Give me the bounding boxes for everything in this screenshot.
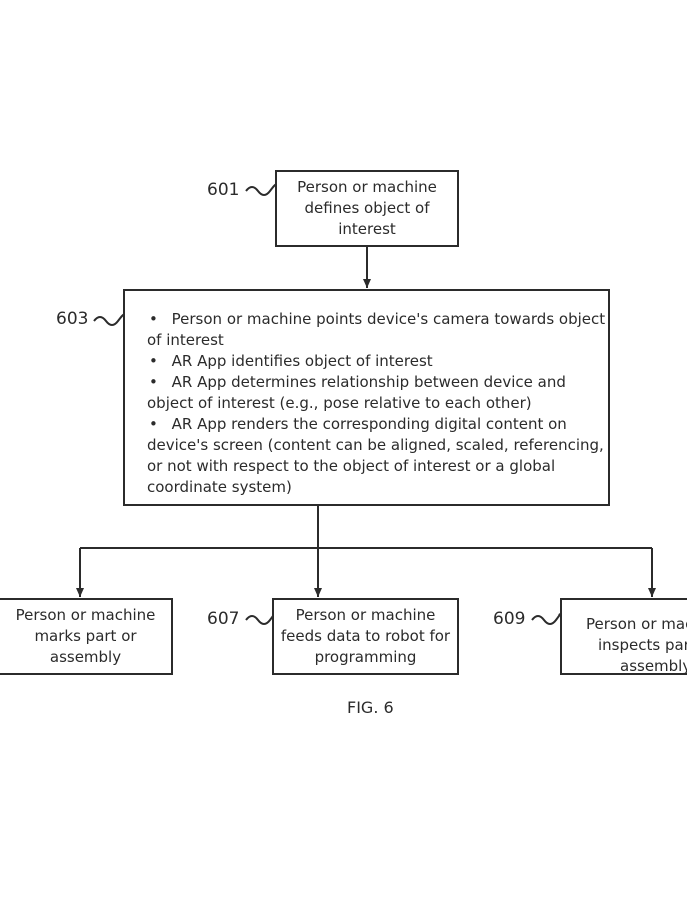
box-607-line: programming <box>314 648 417 666</box>
box-607-text: Person or machine feeds data to robot fo… <box>281 605 450 668</box>
box-607-line: feeds data to robot for <box>280 627 451 645</box>
box-left-line: Person or machine <box>15 606 156 624</box>
box-609-line: assembly <box>620 657 687 675</box>
bullet-text: AR App identifies object of interest <box>171 352 433 370</box>
ref-label-601: 601 <box>207 180 240 200</box>
box-601-text: Person or machine defines object of inte… <box>297 177 437 240</box>
bullet-text: AR App renders the corresponding digital… <box>171 415 567 433</box>
bullet-list: Person or machine points device's camera… <box>147 309 608 498</box>
bullet-text-continued: or not with respect to the object of int… <box>147 457 556 475</box>
box-601-line: Person or machine <box>297 178 437 196</box>
box-601-line: interest <box>338 220 396 238</box>
box-left-text: Person or machine marks part or assembly <box>16 605 156 668</box>
box-607-feeds-robot: Person or machine feeds data to robot fo… <box>272 598 459 675</box>
box-609-inspects-part: Person or mac inspects part assembly <box>560 598 687 675</box>
box-marks-part: Person or machine marks part or assembly <box>0 598 173 675</box>
ref-label-609: 609 <box>493 609 526 629</box>
box-609-line: inspects part <box>598 636 687 654</box>
bullet-text-continued: device's screen (content can be aligned,… <box>147 436 604 454</box>
box-left-line: assembly <box>49 648 122 666</box>
ref-label-607: 607 <box>207 609 240 629</box>
box-607-line: Person or machine <box>295 606 436 624</box>
bullet-text-continued: of interest <box>147 331 224 349</box>
leader-601 <box>245 183 277 196</box>
bullet-text-continued: object of interest (e.g., pose relative … <box>147 394 532 412</box>
bullet-item: AR App identifies object of interest <box>147 351 608 372</box>
box-609-line: Person or mac <box>586 615 687 633</box>
ref-label-603: 603 <box>56 309 89 329</box>
box-601-line: defines object of <box>304 199 430 217</box>
box-603-ar-process: Person or machine points device's camera… <box>123 289 610 506</box>
box-left-line: marks part or <box>34 627 137 645</box>
bullet-text-continued: coordinate system) <box>147 478 292 496</box>
bullet-item: Person or machine points device's camera… <box>147 309 608 351</box>
bullet-text: AR App determines relationship between d… <box>171 373 566 391</box>
bullet-item: AR App determines relationship between d… <box>147 372 608 414</box>
box-601-define-object: Person or machine defines object of inte… <box>275 170 459 247</box>
bullet-text: Person or machine points device's camera… <box>171 310 606 328</box>
leader-603 <box>93 313 125 326</box>
leader-609 <box>531 613 561 625</box>
bullet-item: AR App renders the corresponding digital… <box>147 414 608 498</box>
figure-caption: FIG. 6 <box>347 698 394 717</box>
leader-607 <box>245 613 275 625</box>
